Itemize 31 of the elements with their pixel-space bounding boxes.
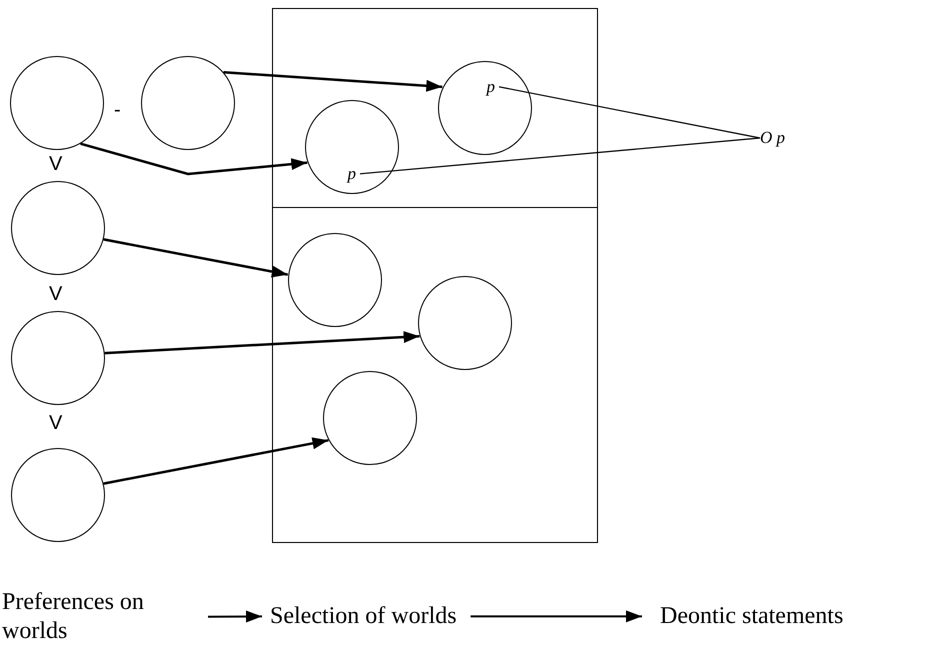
formula-text: p <box>486 78 495 94</box>
stage-label: Deontic statements <box>660 602 844 631</box>
formula-text: O p <box>760 127 786 149</box>
world-circle <box>322 370 416 464</box>
order-symbol: - <box>114 100 121 120</box>
region-box <box>272 8 598 208</box>
region-box <box>272 207 598 543</box>
stage-label: Preferences on worlds <box>2 588 202 646</box>
world-circle <box>288 232 382 326</box>
order-symbol: V <box>49 284 62 304</box>
leader-line <box>498 86 760 139</box>
arrow <box>80 142 308 176</box>
arrow <box>103 437 329 485</box>
world-circle <box>141 56 235 150</box>
world-circle <box>11 311 105 405</box>
world-circle <box>304 100 398 194</box>
leader-line <box>360 137 760 174</box>
arrow <box>104 331 420 354</box>
world-circle <box>11 448 105 542</box>
world-circle <box>418 276 512 370</box>
arrow <box>208 610 262 623</box>
order-symbol: V <box>49 413 62 433</box>
order-symbol: V <box>49 154 62 174</box>
world-circle <box>438 60 532 154</box>
formula-text: p <box>348 164 356 182</box>
arrow <box>470 610 642 622</box>
arrow <box>103 238 288 278</box>
arrow <box>223 70 442 92</box>
stage-label: Selection of worlds <box>270 602 457 631</box>
world-circle <box>10 56 104 150</box>
world-circle <box>11 181 105 275</box>
